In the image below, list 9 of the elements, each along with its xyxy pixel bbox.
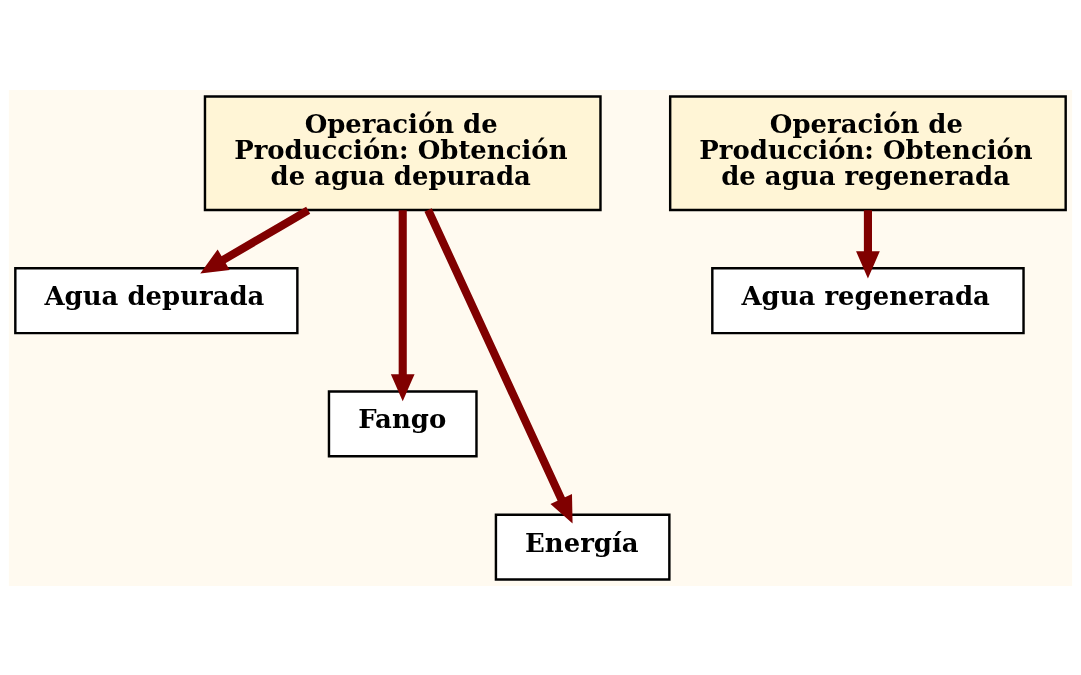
arrow	[200, 206, 311, 273]
node-box: Fango	[327, 389, 478, 458]
node-box: Operación de Producción: Obtención de agua regenerada	[668, 94, 1067, 211]
node-box: Agua regenerada	[711, 266, 1025, 334]
arrow	[856, 209, 880, 278]
arrow	[390, 209, 415, 401]
node-box: Operación de Producción: Obtención de agua depurada	[203, 94, 602, 211]
node-box: Energía	[494, 512, 671, 581]
node-box: Agua depurada	[14, 266, 299, 334]
